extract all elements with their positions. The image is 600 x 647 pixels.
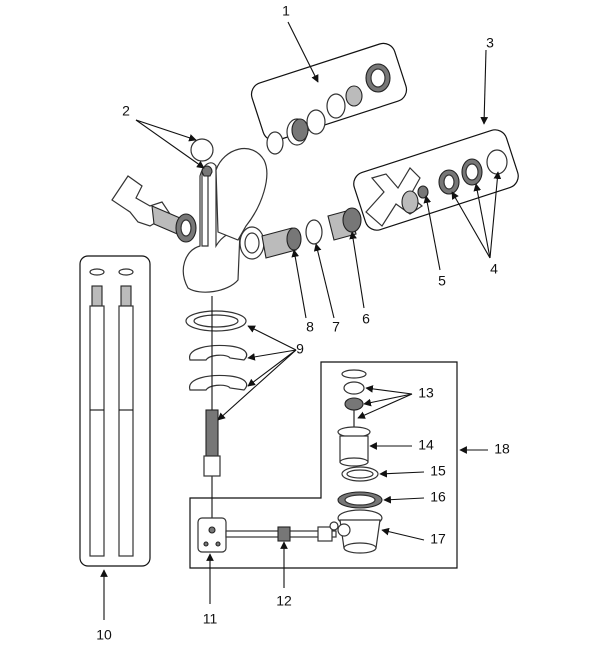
faucet-body	[182, 148, 268, 293]
label-1: 1	[282, 3, 290, 19]
label-15: 15	[430, 463, 446, 479]
label-14: 14	[418, 437, 434, 453]
valve-assembly-6-7-8	[261, 207, 362, 259]
label-7: 7	[332, 319, 340, 335]
waste-parts-13-17	[337, 369, 383, 554]
waste-group-box-18	[189, 361, 458, 569]
pivot-rod-assembly-11-12	[197, 517, 339, 553]
leader-lines	[100, 21, 502, 620]
label-17: 17	[430, 531, 446, 547]
label-3: 3	[486, 35, 494, 51]
label-12: 12	[276, 593, 292, 609]
label-10: 10	[96, 627, 112, 643]
handle-set-box-3	[353, 129, 519, 231]
part-3-handle-set	[365, 149, 508, 227]
label-16: 16	[430, 489, 446, 505]
lift-rod	[203, 296, 221, 520]
label-9: 9	[296, 341, 304, 357]
label-13: 13	[418, 385, 434, 401]
label-6: 6	[362, 311, 370, 327]
part-10-hoses	[89, 268, 134, 557]
cartridge-set-box-1	[250, 42, 408, 142]
label-4: 4	[490, 261, 498, 277]
left-cross-handle	[111, 175, 197, 243]
part-1-cartridge-components	[266, 63, 391, 155]
part-labels: 1 2 3 4 5 6 7 8 9 10 11 12 13 14 15 16 1…	[96, 3, 510, 643]
label-8: 8	[306, 319, 314, 335]
label-5: 5	[438, 273, 446, 289]
hoses-group-box	[79, 255, 151, 567]
part-2-cap-and-clip	[190, 138, 214, 177]
label-11: 11	[203, 611, 218, 627]
label-18: 18	[494, 441, 510, 457]
part-9-rings	[185, 310, 248, 391]
label-2: 2	[122, 103, 130, 119]
